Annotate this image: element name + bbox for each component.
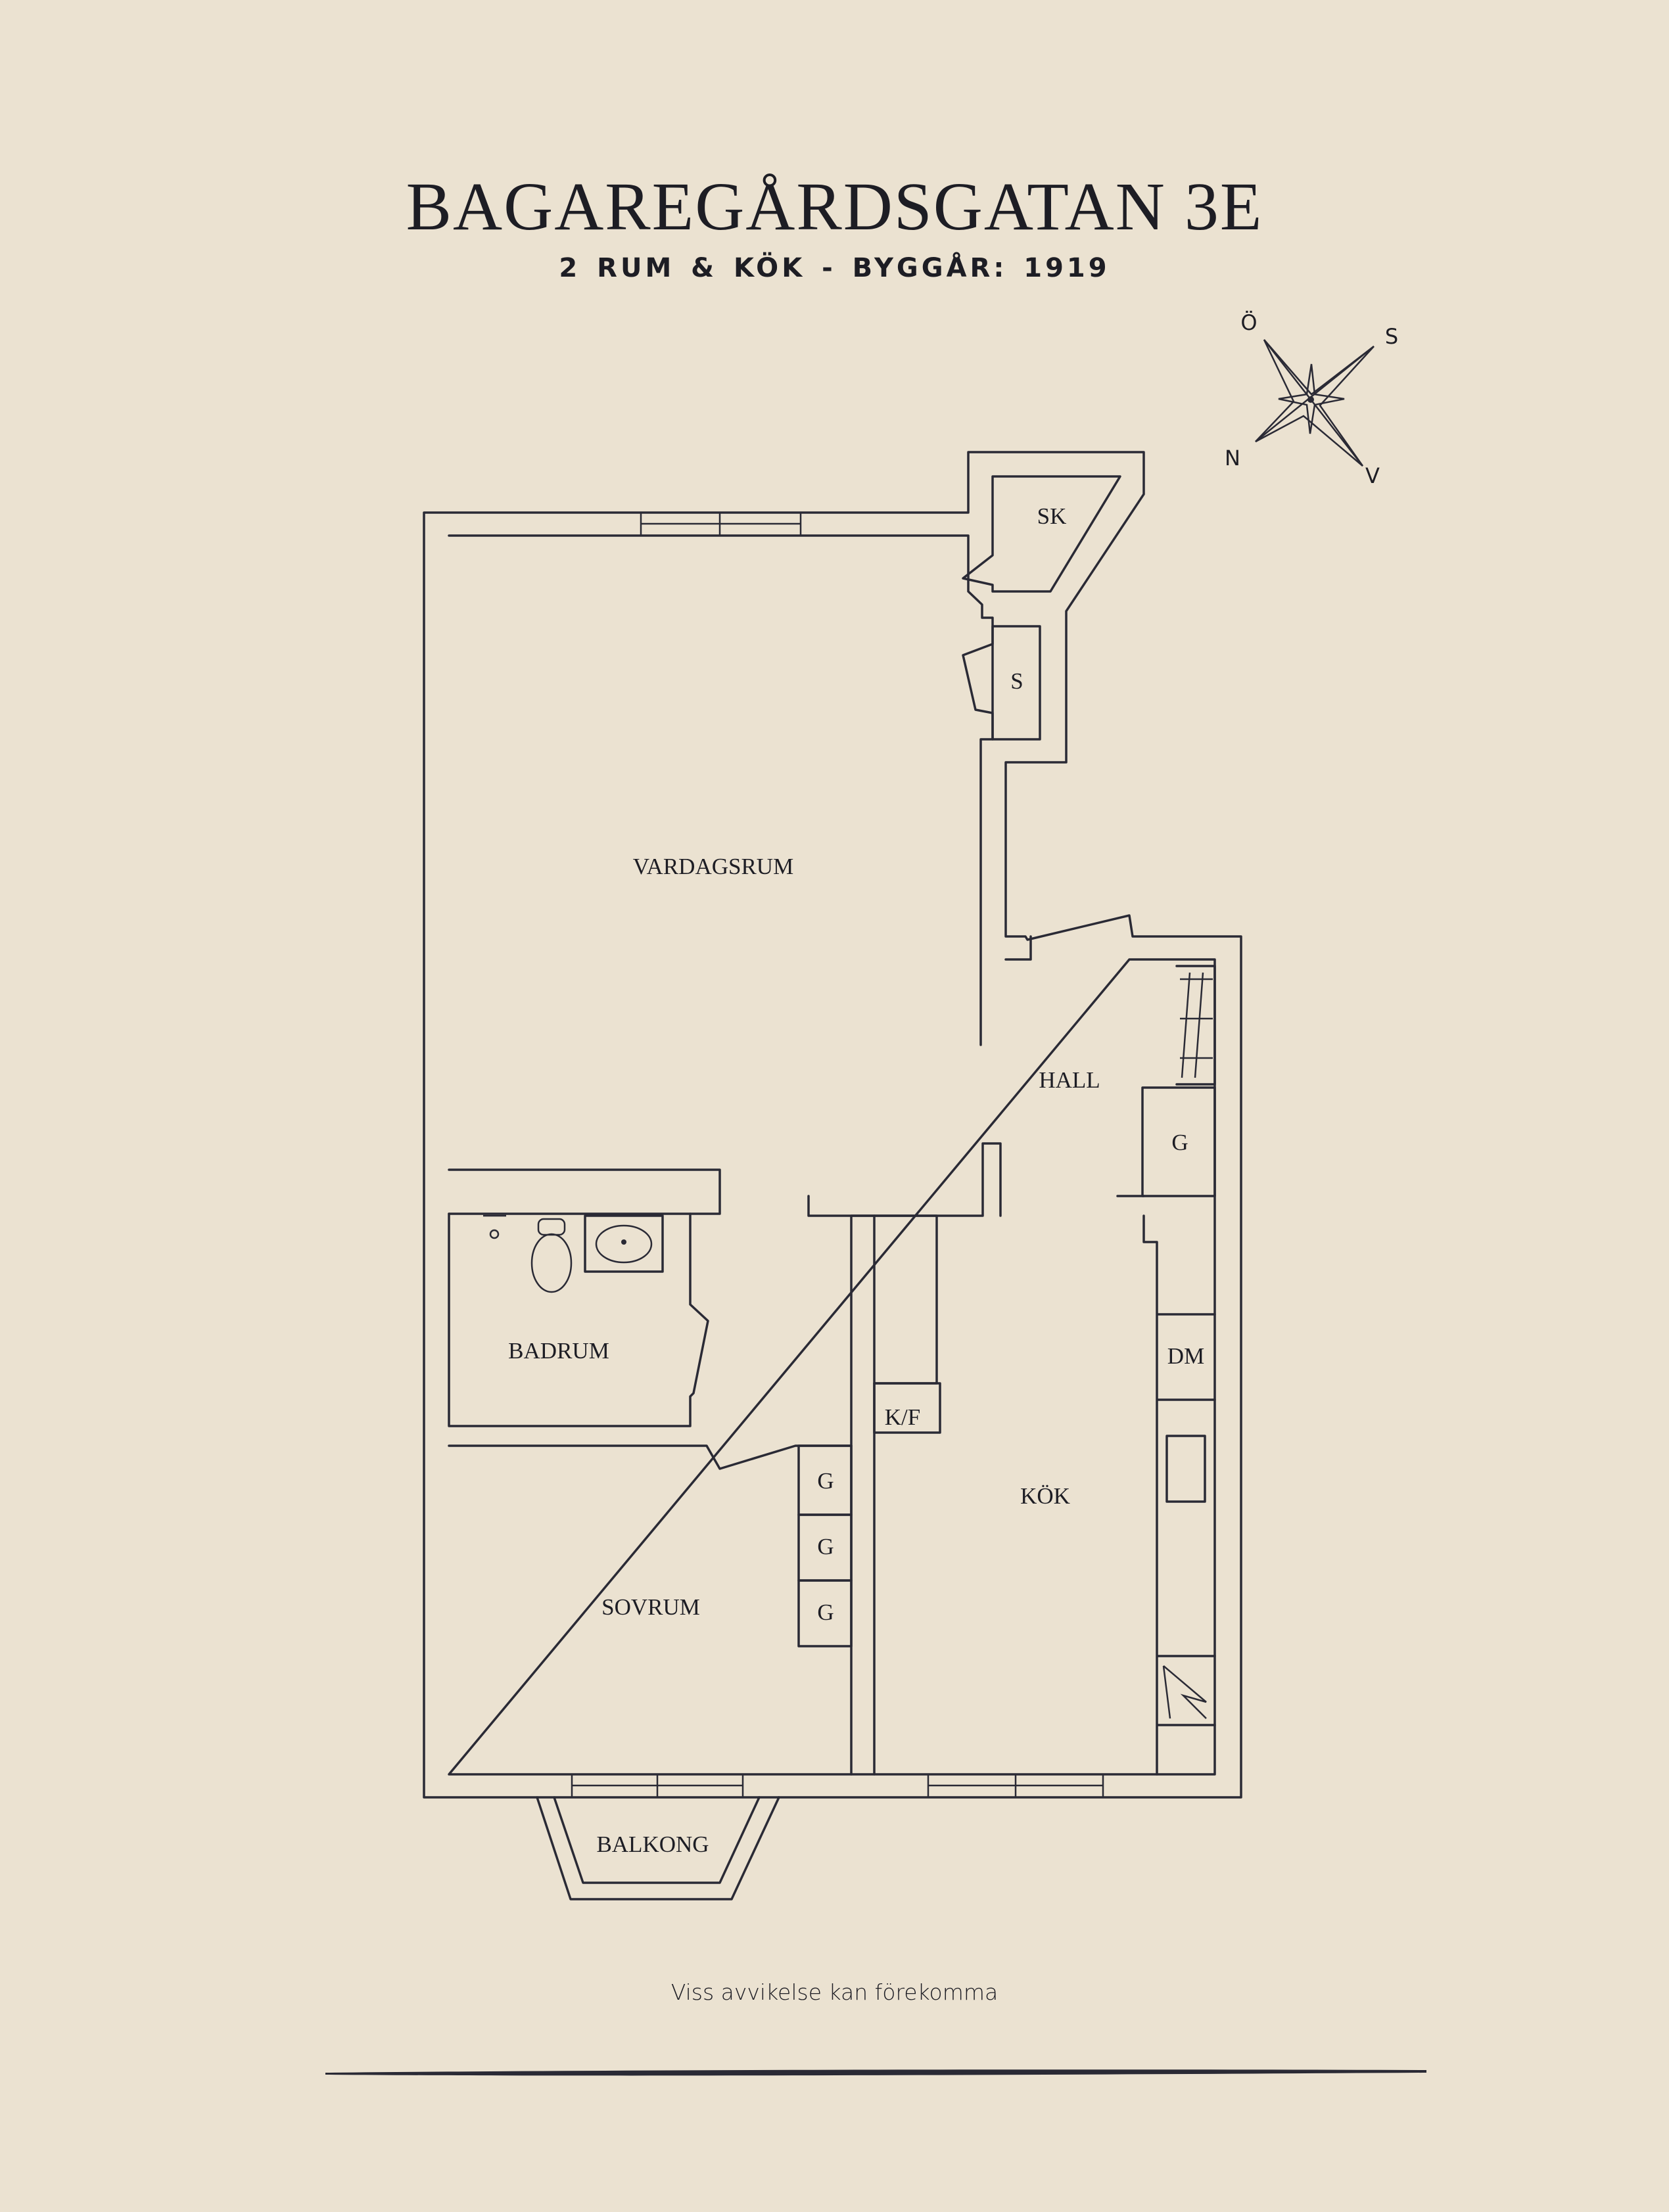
- room-label-s: S: [1010, 668, 1023, 694]
- room-label-g-hall: G: [1171, 1130, 1188, 1155]
- room-label-kf: K/F: [885, 1404, 920, 1430]
- page-subtitle: 2 RUM & KÖK - BYGGÅR: 1919: [559, 253, 1110, 283]
- hall-wardrobe-hangers: [1180, 972, 1213, 1078]
- room-label-g1: G: [817, 1468, 834, 1494]
- window-bottom-right: [927, 1774, 1104, 1797]
- page-title: BAGAREGÅRDSGATAN 3E: [406, 169, 1263, 244]
- room-label-sk: SK: [1037, 503, 1067, 529]
- compass-label-v: V: [1365, 463, 1380, 488]
- hall-g-cabinet: [1141, 1086, 1216, 1197]
- room-label-dm: DM: [1167, 1343, 1204, 1369]
- kitchen-counter-right: [1142, 1214, 1216, 1776]
- room-label-balkong: BALKONG: [596, 1832, 709, 1857]
- compass-label-n: N: [1225, 446, 1240, 471]
- compass-rose-icon: Ö S N V: [1225, 310, 1398, 488]
- room-label-sovrum: SOVRUM: [601, 1594, 700, 1620]
- s-closet-wall: [962, 625, 1041, 741]
- living-room-bottom-wall: [448, 1142, 1145, 1217]
- window-bottom-left: [571, 1774, 744, 1797]
- bedroom-wall: [448, 1214, 876, 1776]
- compass-label-o: Ö: [1240, 310, 1257, 335]
- room-label-g2: G: [817, 1534, 834, 1559]
- sk-closet-wall: [962, 475, 1121, 593]
- room-label-hall: HALL: [1039, 1067, 1100, 1093]
- balcony-outline: [536, 1796, 780, 1901]
- stove-icon: [1162, 1665, 1207, 1719]
- footer-rule: [325, 2069, 1426, 2076]
- inner-wall: [448, 534, 1216, 1776]
- outer-wall: [423, 451, 1242, 1799]
- bathroom-sink: [584, 1214, 664, 1273]
- bedroom-g-cabinet-3: [797, 1579, 853, 1647]
- hall-wardrobe: [1175, 965, 1216, 1086]
- bathroom-wall: [448, 1212, 709, 1427]
- kitchen-counter-left: [873, 1214, 938, 1385]
- kitchen-fridge-freezer: [873, 1382, 941, 1434]
- sink-bowl-icon: [595, 1224, 653, 1264]
- toilet-icon: [530, 1233, 573, 1293]
- kitchen-sink: [1165, 1435, 1206, 1503]
- disclaimer-text: Viss avvikelse kan förekomma: [670, 1979, 999, 2005]
- compass-label-s: S: [1385, 324, 1398, 349]
- room-label-g3: G: [817, 1600, 834, 1625]
- window-top: [640, 513, 802, 536]
- room-label-badrum: BADRUM: [508, 1338, 609, 1364]
- room-label-vardagsrum: VARDAGSRUM: [633, 854, 793, 879]
- room-label-kok: KÖK: [1020, 1483, 1070, 1509]
